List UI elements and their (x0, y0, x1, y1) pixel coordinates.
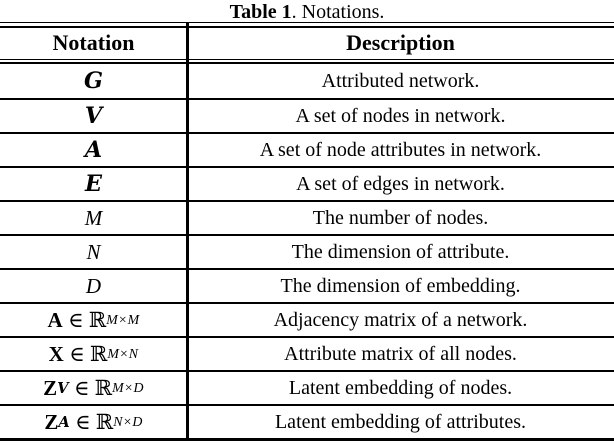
notation-cell: N (0, 240, 187, 265)
description-cell: The number of nodes. (312, 206, 489, 229)
description-cell: A set of node attributes in network. (259, 138, 542, 161)
description-cell: Attribute matrix of all nodes. (284, 342, 517, 365)
notation-cell: E (0, 171, 187, 197)
bottom-rule (0, 438, 614, 441)
notation-part: X (48, 341, 64, 366)
notation-part: ℝ (88, 308, 107, 332)
notation-part: ∈ (62, 307, 89, 332)
notation-part: ∈ (68, 375, 95, 400)
notation-part: E (85, 171, 102, 197)
table-body: G Attributed network. V A set of nodes i… (0, 64, 614, 438)
table-row: G Attributed network. (0, 64, 614, 98)
table-header-row: Notation Description (0, 28, 614, 59)
table-caption-text: . Notations. (291, 1, 385, 23)
header-rule (0, 58, 614, 64)
description-cell: Latent embedding of nodes. (288, 376, 513, 399)
notations-table: Notation Description G Attributed networ… (0, 22, 614, 441)
description-cell: Latent embedding of attributes. (274, 410, 527, 433)
description-cell: A set of nodes in network. (295, 104, 506, 127)
notation-cell: D (0, 274, 187, 299)
notation-part: N (86, 239, 101, 264)
table-caption-label: Table 1 (229, 1, 292, 23)
table-row: N The dimension of attribute. (0, 234, 614, 268)
description-cell: The dimension of embedding. (280, 274, 521, 297)
notation-part: A (84, 137, 103, 163)
description-cell: Adjacency matrix of a network. (273, 308, 528, 331)
header-description: Description (346, 30, 455, 55)
notation-part: M×M (106, 312, 140, 327)
notation-cell: V (0, 103, 187, 129)
notation-part: V (84, 103, 103, 129)
table-row: V A set of nodes in network. (0, 98, 614, 132)
notation-cell: G (0, 68, 187, 94)
notation-part: M (84, 205, 103, 230)
description-cell: Attributed network. (321, 69, 480, 92)
notation-part: V (57, 379, 69, 397)
notation-part: ∈ (63, 341, 90, 366)
table-row: M The number of nodes. (0, 200, 614, 234)
notation-part: Z (43, 375, 58, 400)
column-divider (186, 22, 189, 441)
notation-cell: A (0, 137, 187, 163)
notation-part: A (58, 413, 70, 431)
table-row: D The dimension of embedding. (0, 268, 614, 302)
notation-part: G (83, 68, 103, 94)
notation-part: M×D (112, 380, 144, 395)
notation-part: ℝ (89, 342, 108, 366)
notation-part: A (47, 307, 63, 332)
table-row: E A set of edges in network. (0, 166, 614, 200)
notation-part: Z (44, 409, 59, 434)
notation-part: D (85, 273, 102, 298)
notation-part: ∈ (69, 409, 96, 434)
top-rule (0, 22, 614, 28)
table-row: A A set of node attributes in network. (0, 132, 614, 166)
notation-cell: M (0, 206, 187, 231)
header-notation: Notation (52, 30, 135, 55)
notation-part: ℝ (94, 376, 113, 400)
notation-part: ℝ (95, 410, 114, 434)
notation-part: M×N (107, 346, 139, 361)
description-cell: A set of edges in network. (296, 172, 505, 195)
notation-part: N×D (113, 414, 143, 429)
table-caption: Table 1. Notations. (0, 1, 614, 23)
description-cell: The dimension of attribute. (291, 240, 510, 263)
